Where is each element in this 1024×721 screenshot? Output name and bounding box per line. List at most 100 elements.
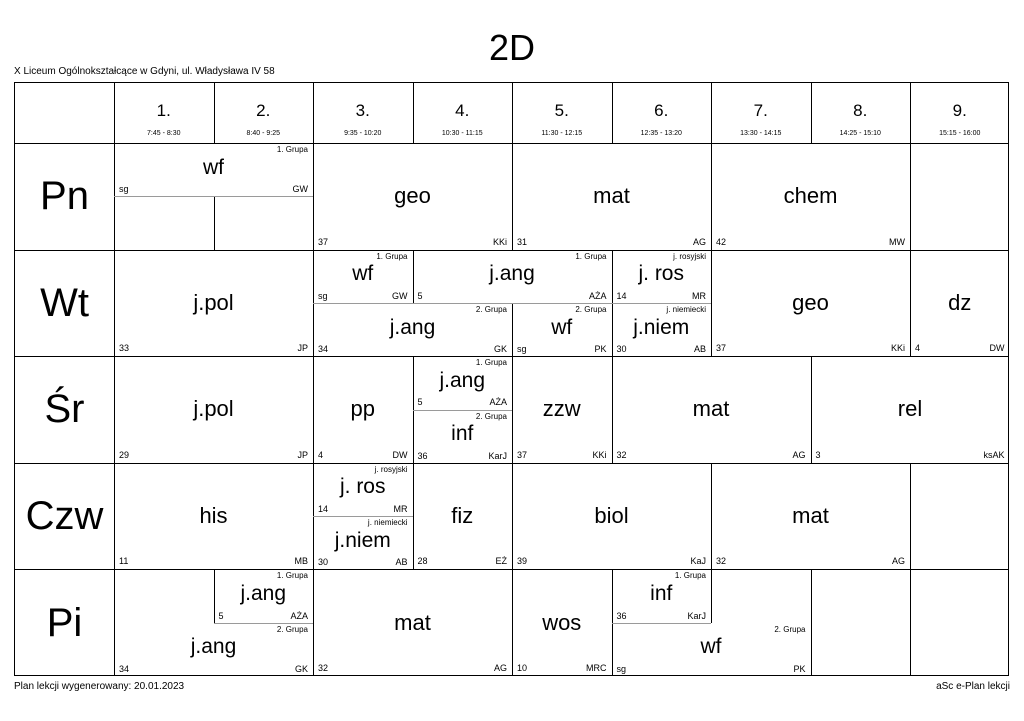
lesson-teacher: AG: [891, 556, 905, 567]
lesson-group: 1. Grupa: [575, 251, 607, 261]
lesson-group: 1. Grupa: [475, 358, 507, 368]
grid-line-horizontal: [15, 249, 1008, 251]
lesson-teacher: AŻA: [588, 290, 607, 301]
grid-line-vertical: [412, 249, 414, 303]
period-header-1: 1.7:45 - 8:30: [114, 83, 214, 143]
lesson-room: 11: [119, 556, 129, 567]
period-number: 2.: [256, 101, 271, 120]
lesson-group: j. niemiecki: [666, 304, 706, 314]
lesson-teacher: JP: [297, 343, 308, 354]
lesson-group: j. rosyjski: [374, 464, 408, 474]
lesson-subject: j. ros: [638, 262, 684, 286]
grid-line-vertical: [512, 83, 513, 143]
lesson-teacher: KarJ: [687, 610, 706, 621]
lesson-room: 5: [417, 397, 423, 408]
period-header-9: 9. 15:15 - 16:00: [910, 83, 1010, 143]
lesson-teacher: PK: [594, 344, 607, 355]
lesson-subject: biol: [594, 503, 629, 529]
lesson-subject: wf: [700, 635, 722, 659]
period-time: 15:15 - 16:00: [939, 130, 981, 137]
lesson-teacher: GK: [294, 663, 308, 674]
lesson-subject: geo: [394, 183, 431, 209]
lesson-teacher: AG: [692, 236, 706, 247]
lesson-subject: inf: [451, 422, 474, 446]
period-number: 5.: [554, 101, 569, 120]
lesson-teacher: AB: [395, 557, 408, 568]
period-time: 8:40 - 9:25: [246, 130, 280, 137]
group-divider: [114, 196, 313, 198]
period-header-6: 6.12:35 - 13:20: [612, 83, 712, 143]
grid-line-vertical: [114, 83, 115, 675]
grid-line-vertical: [611, 83, 613, 143]
lesson-room: 14: [318, 504, 329, 515]
class-title: 2D: [488, 27, 536, 68]
school-name: X Liceum Ogólnokształcące w Gdyni, ul. W…: [14, 66, 275, 77]
lesson-room: 34: [119, 663, 130, 674]
group-divider: [611, 302, 711, 304]
grid-line-horizontal: [15, 462, 1008, 464]
period-header-8: 8.14:25 - 15:10: [811, 83, 911, 143]
grid-line-vertical: [910, 249, 911, 357]
lesson-subject: j. ros: [339, 475, 386, 499]
period-header-7: 7.13:30 - 14:15: [711, 83, 811, 143]
grid-line-vertical: [910, 83, 911, 143]
lesson-subject: rel: [897, 396, 923, 422]
grid-line-vertical: [810, 356, 812, 463]
lesson-subject: wf: [352, 262, 374, 286]
lesson-teacher: AB: [693, 344, 706, 355]
lesson-room: 31: [517, 236, 528, 247]
lesson-room: 28: [417, 556, 428, 567]
lesson-subject: fiz: [451, 503, 474, 529]
period-number: 8.: [853, 101, 868, 120]
grid-line-vertical: [213, 569, 215, 623]
period-header-3: 3.9:35 - 10:20: [313, 83, 413, 143]
period-number: 4.: [455, 101, 470, 120]
lesson-block: fiz 28 EŻ: [413, 463, 513, 570]
grid-line-vertical: [512, 569, 513, 676]
lesson-teacher: EŻ: [495, 556, 507, 567]
lesson-room: 39: [517, 556, 528, 567]
lesson-teacher: AG: [792, 449, 806, 460]
period-number: 9.: [952, 101, 967, 120]
lesson-teacher: DW: [392, 449, 408, 460]
group-divider: [313, 516, 413, 518]
lesson-group: j. rosyjski: [673, 251, 706, 261]
lesson-room: 29: [119, 449, 130, 460]
period-time: 11:30 - 12:15: [541, 130, 583, 137]
grid-line-vertical: [313, 83, 314, 143]
lesson-group: 2. Grupa: [276, 624, 308, 634]
lesson-teacher: AŻA: [489, 397, 507, 408]
generated-date: Plan lekcji wygenerowany: 20.01.2023: [14, 681, 185, 692]
lesson-subject: mat: [792, 503, 829, 529]
lesson-room: 36: [417, 450, 428, 461]
period-time: 10:30 - 11:15: [441, 130, 483, 137]
grid-line-vertical: [412, 356, 414, 463]
lesson-subject: his: [199, 503, 228, 529]
period-number: 1.: [156, 101, 171, 120]
lesson-room: 37: [716, 343, 727, 354]
lesson-room: 30: [616, 344, 627, 355]
lesson-subject: dz: [948, 289, 972, 315]
lesson-room: sg: [119, 184, 129, 195]
lesson-group: 1. Grupa: [276, 145, 308, 154]
period-header-2: 2. 8:40 - 9:25: [214, 83, 314, 143]
lesson-teacher: DW: [989, 343, 1005, 354]
lesson-teacher: ksAK: [983, 449, 1005, 460]
lesson-subject: j.niem: [633, 315, 690, 339]
grid-line-vertical: [810, 569, 812, 676]
lesson-room: 37: [517, 449, 528, 460]
lesson-room: 3: [815, 449, 821, 460]
